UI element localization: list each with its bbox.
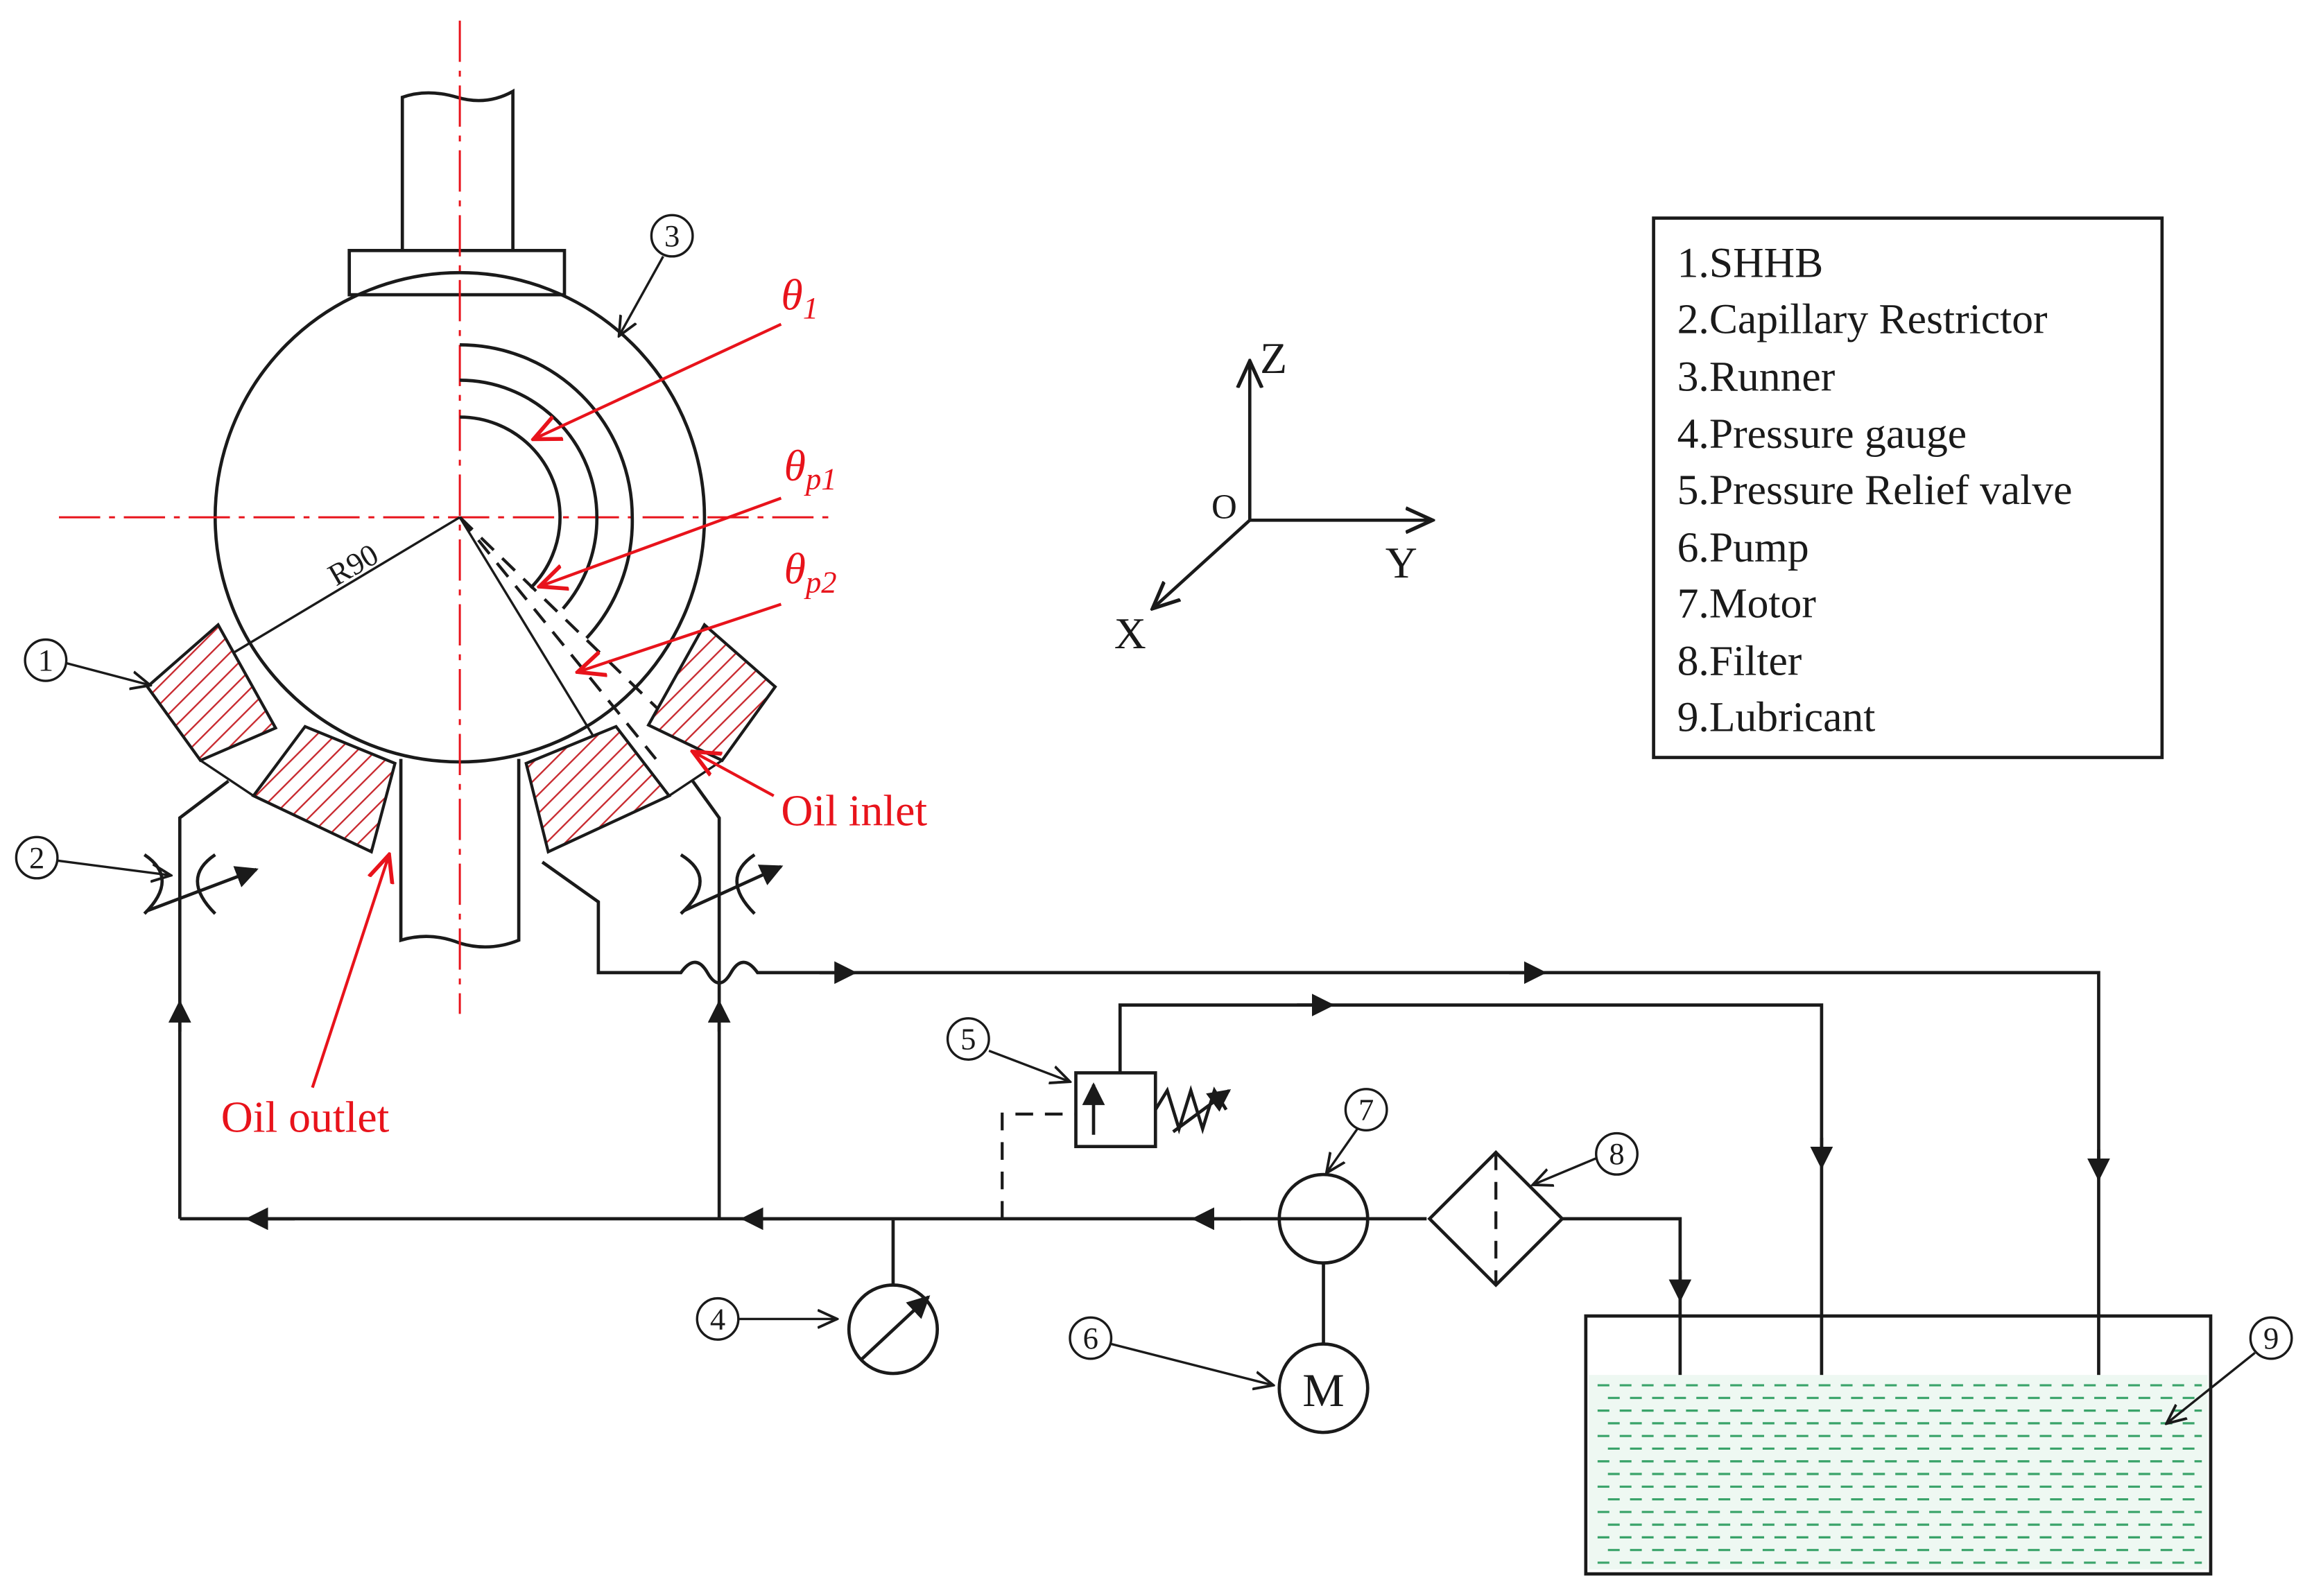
axis-x-label: X: [1114, 609, 1146, 658]
lubricant-hatch: [1597, 1384, 2202, 1564]
callout-8: 8: [1533, 1131, 1639, 1185]
lubricant-tank: [1584, 1314, 2213, 1576]
oil-outlet-label: Oil outlet: [221, 1092, 390, 1141]
oil-return-line: [541, 860, 2110, 1500]
svg-text:9: 9: [2263, 1321, 2279, 1355]
svg-text:7: 7: [1358, 1092, 1374, 1127]
legend-item-6: 6.Pump: [1677, 524, 1809, 571]
callout-7: 7: [1327, 1088, 1388, 1173]
legend-item-8: 8.Filter: [1677, 638, 1802, 685]
angle-annotations: θ1 θp1 θp2 Oil inlet Oil outlet: [221, 270, 928, 1141]
coordinate-axes: Z Y X O: [1114, 333, 1433, 658]
pressure-gauge: [847, 1283, 940, 1376]
bearing-pads: [145, 622, 777, 854]
callouts: 1 2 3 4 5 6 7: [15, 214, 2293, 1423]
svg-text:6: 6: [1083, 1321, 1098, 1355]
oil-inlet-label: Oil inlet: [781, 786, 927, 835]
radius-dimension: R90: [220, 516, 460, 661]
centerlines: [59, 20, 838, 1014]
motor-symbol: [1277, 1342, 1370, 1434]
legend-item-1: 1.SHHB: [1677, 240, 1824, 287]
svg-text:4: 4: [710, 1301, 725, 1336]
relief-return-line: [1118, 994, 1833, 1496]
radius-label: R90: [322, 537, 384, 593]
svg-text:5: 5: [960, 1021, 976, 1056]
axis-origin-label: O: [1211, 488, 1237, 527]
main-supply-line: [180, 1112, 1279, 1285]
left-supply-line: [143, 779, 259, 1219]
callout-4: 4: [696, 1296, 837, 1341]
pump-motor: M: [1277, 1172, 1427, 1434]
motor-letter: M: [1302, 1364, 1344, 1416]
svg-text:2: 2: [29, 840, 44, 875]
callout-5: 5: [946, 1017, 1070, 1082]
right-supply-line: [680, 780, 784, 1219]
angle-arcs: [458, 343, 688, 761]
legend-item-3: 3.Runner: [1677, 353, 1836, 400]
callout-3: 3: [619, 214, 694, 336]
callout-1: 1: [24, 638, 150, 686]
pad-left-inner: [251, 725, 397, 854]
legend-box: [1652, 216, 2164, 759]
axis-z-label: Z: [1260, 333, 1287, 383]
legend-item-7: 7.Motor: [1677, 580, 1816, 627]
legend: 1.SHHB 2.Capillary Restrictor 3.Runner 4…: [1652, 216, 2164, 759]
svg-text:8: 8: [1609, 1136, 1624, 1171]
legend-item-5: 5.Pressure Relief valve: [1677, 467, 2073, 514]
callout-9: 9: [2166, 1316, 2293, 1423]
callout-6: 6: [1069, 1316, 1273, 1385]
lubricant-fill: [1589, 1375, 2208, 1570]
thetap1-label: θp1: [784, 441, 837, 496]
legend-item-4: 4.Pressure gauge: [1677, 410, 1967, 458]
callout-2: 2: [15, 835, 171, 878]
legend-item-2: 2.Capillary Restrictor: [1677, 295, 2048, 342]
thetap2-label: θp2: [784, 544, 837, 600]
axis-y-label: Y: [1385, 538, 1417, 587]
svg-text:3: 3: [664, 218, 680, 253]
pad-left-outer: [145, 622, 278, 763]
pressure-relief-valve: [1074, 1071, 1232, 1149]
theta1-label: θ1: [781, 270, 818, 325]
svg-text:1: 1: [38, 643, 53, 677]
legend-item-9: 9.Lubricant: [1677, 693, 1876, 740]
